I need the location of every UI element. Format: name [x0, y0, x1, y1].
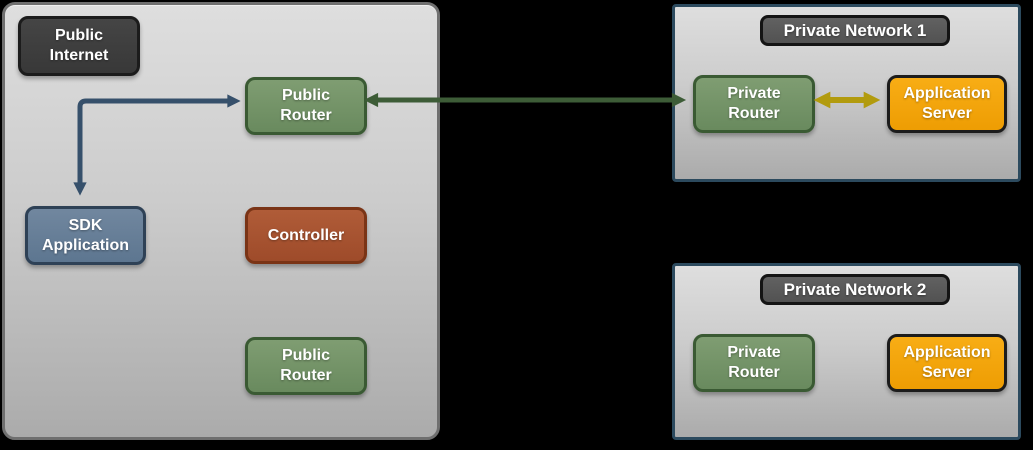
private-network-2-zone: Private Network 2 Private Router Applica…	[672, 263, 1021, 440]
node-public-router-bottom: Public Router	[245, 337, 367, 395]
pn2-application-server-label: Application Server	[903, 344, 991, 381]
public-internet-zone: Public Internet Public Router SDK Applic…	[2, 2, 440, 440]
sdk-application-label: SDK Application	[41, 216, 130, 254]
node-controller: Controller	[245, 207, 367, 264]
controller-label: Controller	[267, 226, 345, 244]
node-pn1-application-server: Application Server	[887, 75, 1007, 133]
pn1-application-server-label: Application Server	[903, 85, 991, 122]
node-pn2-application-server: Application Server	[887, 334, 1007, 392]
private-network-2-title-box: Private Network 2	[760, 274, 950, 305]
pn2-private-router-label: Private Router	[727, 344, 781, 381]
public-router-bottom-label: Public Router	[280, 347, 332, 384]
node-sdk-application: SDK Application	[25, 206, 146, 265]
private-network-2-title: Private Network 2	[783, 279, 927, 299]
private-network-1-title-box: Private Network 1	[760, 15, 950, 46]
private-network-1-zone: Private Network 1 Private Router Applica…	[672, 4, 1021, 182]
public-internet-label-box: Public Internet	[18, 16, 140, 76]
pn1-private-router-label: Private Router	[727, 85, 781, 122]
public-internet-label: Public Internet	[49, 27, 109, 64]
node-pn1-private-router: Private Router	[693, 75, 815, 133]
private-network-1-title: Private Network 1	[783, 20, 927, 40]
node-public-router-top: Public Router	[245, 77, 367, 135]
node-pn2-private-router: Private Router	[693, 334, 815, 392]
public-router-top-label: Public Router	[280, 87, 332, 124]
